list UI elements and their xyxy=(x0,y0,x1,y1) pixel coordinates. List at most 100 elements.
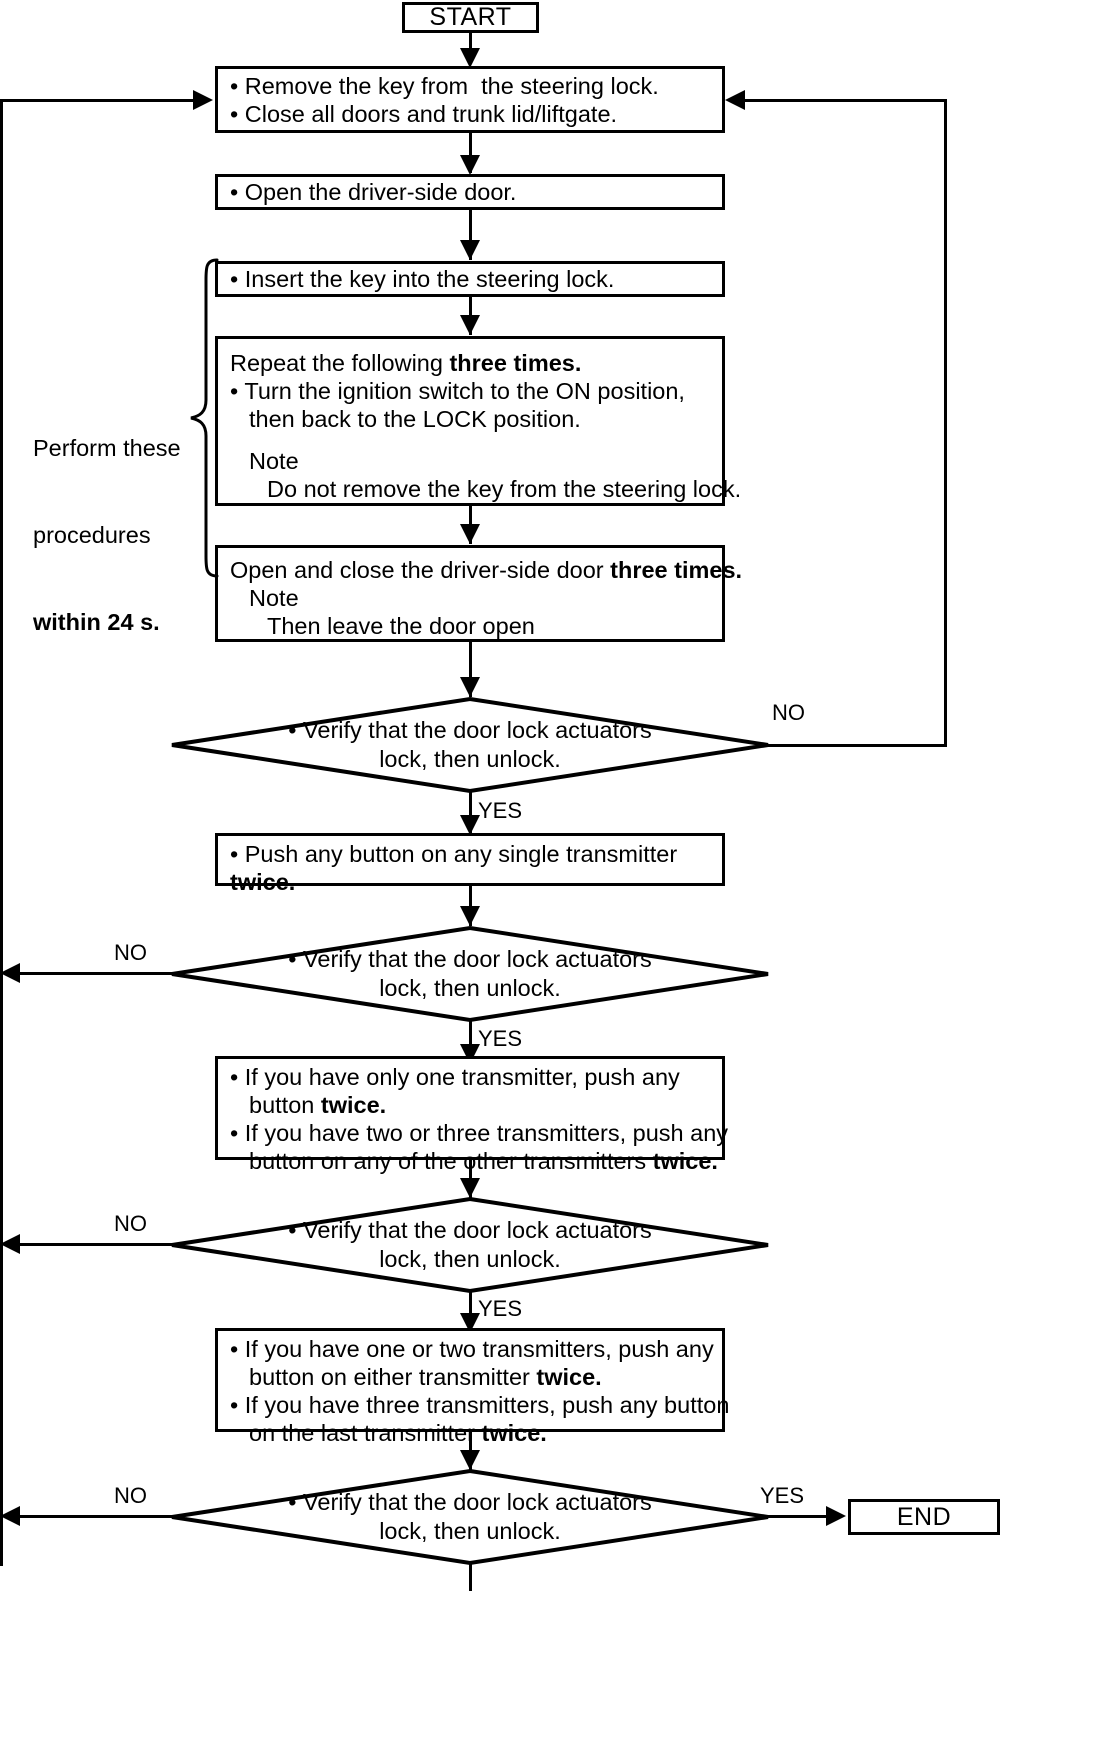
step7-line4-plain: button on any of the other transmitters xyxy=(249,1148,653,1174)
decision4-yes-label: YES xyxy=(760,1483,805,1508)
step7-line2: button twice. xyxy=(218,1091,722,1119)
step4-note-label: Note xyxy=(249,448,299,474)
decision1-line1: • Verify that the door lock actuators xyxy=(288,717,652,743)
arrowhead-decision4-no xyxy=(0,1506,20,1526)
connector-decision1-no-to-step1 xyxy=(745,99,945,102)
decision-verify-actuators-4: • Verify that the door lock actuators lo… xyxy=(170,1468,770,1566)
step5-note-label: Note xyxy=(249,585,299,611)
connector-start-step1 xyxy=(469,33,472,61)
step-other-transmitters-box: • If you have only one transmitter, push… xyxy=(215,1056,729,1174)
scope-brace xyxy=(186,258,220,578)
decision-verify-actuators-2: • Verify that the door lock actuators lo… xyxy=(170,925,770,1023)
arrowhead-decision1-yes xyxy=(460,815,480,835)
step-open-close-door-box: Open and close the driver-side door thre… xyxy=(215,545,742,642)
step5-heading: Open and close the driver-side door thre… xyxy=(218,556,742,584)
arrowhead-step6-decision2 xyxy=(460,906,480,926)
step7-line1: • If you have only one transmitter, push… xyxy=(230,1064,680,1090)
return-bus-to-step1 xyxy=(0,99,195,102)
connector-decision1-yes xyxy=(469,791,472,835)
step8-line4-bold: twice. xyxy=(481,1420,547,1446)
step-push-single-transmitter-box: • Push any button on any single transmit… xyxy=(215,833,725,895)
step5-heading-bold: three times. xyxy=(610,557,743,583)
decision2-line2: lock, then unlock. xyxy=(379,975,561,1001)
return-bus-bottom xyxy=(0,1563,3,1566)
step4-heading: Repeat the following three times. xyxy=(218,349,722,377)
connector-decision4-yes-h xyxy=(767,1515,829,1518)
connector-decision1-no-v xyxy=(944,99,947,747)
scope-note-line1: Perform these xyxy=(33,435,181,461)
end-label: END xyxy=(896,1502,952,1531)
connector-step1-step2 xyxy=(469,133,472,173)
arrowhead-step1-step2 xyxy=(460,155,480,175)
step5-heading-plain: Open and close the driver-side door xyxy=(230,557,611,583)
decision3-yes-label: YES xyxy=(478,1296,523,1321)
step4-heading-plain: Repeat the following xyxy=(230,350,450,376)
return-bus-vertical xyxy=(0,99,3,1566)
step6-line2: twice. xyxy=(230,869,296,895)
decision1-yes-label: YES xyxy=(478,798,523,823)
arrowhead-decision1-no xyxy=(725,90,745,110)
step7-line3: • If you have two or three transmitters,… xyxy=(230,1120,729,1146)
decision1-text: • Verify that the door lock actuators lo… xyxy=(170,697,770,793)
decision4-text: • Verify that the door lock actuators lo… xyxy=(170,1469,770,1565)
decision4-no-label: NO xyxy=(114,1483,147,1508)
arrowhead-step3-step4 xyxy=(460,315,480,335)
step5-note-text: Then leave the door open xyxy=(267,613,535,639)
step-open-driver-door-box: • Open the driver-side door. xyxy=(215,174,725,210)
step7-line4: button on any of the other transmitters … xyxy=(218,1147,722,1175)
decision1-line2: lock, then unlock. xyxy=(379,746,561,772)
connector-decision4-no-h xyxy=(20,1515,172,1518)
step4-line1: • Turn the ignition switch to the ON pos… xyxy=(230,378,685,404)
step8-line4: on the last transmitter twice. xyxy=(218,1419,722,1447)
step1-line1: • Remove the key from the steering lock. xyxy=(230,72,659,99)
connector-decision2-no-h xyxy=(20,972,172,975)
arrowhead-step2-step3 xyxy=(460,240,480,260)
step7-line2-bold: twice. xyxy=(320,1092,387,1118)
arrowhead-step4-step5 xyxy=(460,524,480,544)
arrowhead-step7-decision3 xyxy=(460,1178,480,1198)
connector-decision3-no-h xyxy=(20,1243,172,1246)
decision-verify-actuators-1: • Verify that the door lock actuators lo… xyxy=(170,696,770,794)
arrowhead-return-bus-step1 xyxy=(193,90,213,110)
decision4-line2: lock, then unlock. xyxy=(379,1518,561,1544)
decision2-yes-label: YES xyxy=(478,1026,523,1051)
step3-line1: • Insert the key into the steering lock. xyxy=(230,266,615,292)
decision-verify-actuators-3: • Verify that the door lock actuators lo… xyxy=(170,1196,770,1294)
connector-decision1-no-h xyxy=(767,744,947,747)
scope-note-line2: procedures xyxy=(33,522,151,548)
connector-step2-step3 xyxy=(469,210,472,260)
step4-heading-bold: three times. xyxy=(449,350,582,376)
step8-line1: • If you have one or two transmitters, p… xyxy=(230,1336,714,1362)
step4-spacer xyxy=(218,433,722,447)
start-terminal: START xyxy=(402,2,539,33)
start-label: START xyxy=(429,3,512,31)
step7-line2-plain: button xyxy=(249,1092,321,1118)
step8-line2-plain: button on either transmitter xyxy=(249,1364,537,1390)
arrowhead-step8-decision4 xyxy=(460,1450,480,1470)
step4-note-text: Do not remove the key from the steering … xyxy=(267,476,742,502)
step8-line4-plain: on the last transmitter xyxy=(249,1420,482,1446)
decision3-text: • Verify that the door lock actuators lo… xyxy=(170,1197,770,1293)
decision4-line1: • Verify that the door lock actuators xyxy=(288,1489,652,1515)
step7-line4-bold: twice. xyxy=(652,1148,718,1174)
arrowhead-decision2-no xyxy=(0,963,20,983)
arrowhead-start-step1 xyxy=(460,48,480,68)
step8-line3: • If you have three transmitters, push a… xyxy=(230,1392,730,1418)
step-repeat-ignition-box: Repeat the following three times. • Turn… xyxy=(215,336,742,506)
decision1-no-label: NO xyxy=(772,700,805,725)
step8-line2-bold: twice. xyxy=(536,1364,602,1390)
arrowhead-decision4-yes xyxy=(826,1506,846,1526)
decision3-line2: lock, then unlock. xyxy=(379,1246,561,1272)
scope-note: Perform these procedures within 24 s. xyxy=(33,376,181,695)
scope-note-line3: within 24 s. xyxy=(33,609,160,635)
step1-line2: • Close all doors and trunk lid/liftgate… xyxy=(230,100,618,127)
step-last-transmitter-box: • If you have one or two transmitters, p… xyxy=(215,1328,730,1446)
step2-line1: • Open the driver-side door. xyxy=(230,179,517,205)
arrowhead-decision3-no xyxy=(0,1234,20,1254)
arrowhead-step5-decision1 xyxy=(460,677,480,697)
decision2-text: • Verify that the door lock actuators lo… xyxy=(170,926,770,1022)
decision2-line1: • Verify that the door lock actuators xyxy=(288,946,652,972)
step8-line2: button on either transmitter twice. xyxy=(218,1363,722,1391)
decision3-no-label: NO xyxy=(114,1211,147,1236)
